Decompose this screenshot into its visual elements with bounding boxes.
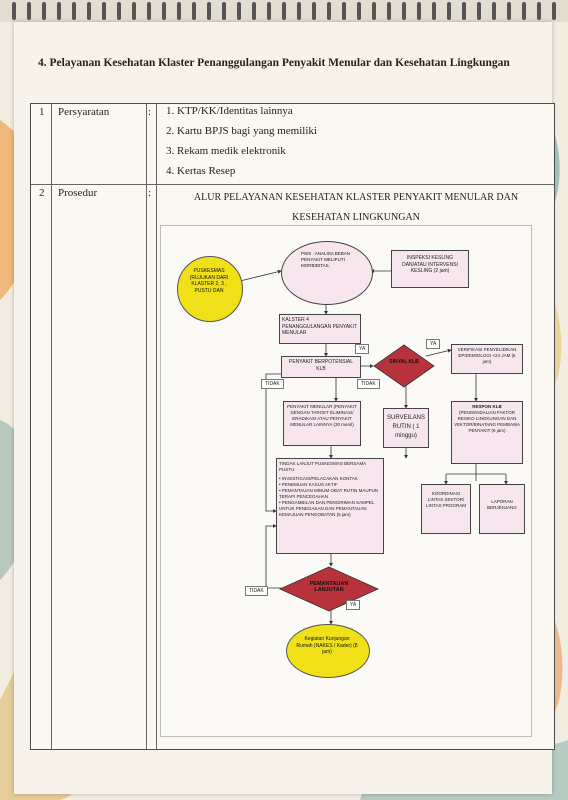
requirement-item: 2. Kartu BPJS bagi yang memiliki (166, 125, 317, 137)
binder-ring (132, 2, 136, 20)
row-divider (31, 184, 554, 185)
binder-ring (12, 2, 16, 20)
sinyal-klb-label: SINYAL KLB (389, 359, 419, 365)
tindak-item: • PENEMUAN KASUS AKTIF (279, 482, 338, 487)
tindak-item: • PENGAMBILAN DAN PENGIRIMAN SAMPEL UNTU… (279, 500, 375, 517)
binder-ring (237, 2, 241, 20)
flowchart-title-line2: KESEHATAN LINGKUNGAN (292, 212, 420, 223)
penyakit-klb-box: PENYAKIT BERPOTENSIAL KLB (281, 356, 361, 378)
binder-ring (522, 2, 526, 20)
flowchart-title: ALUR PELAYANAN KESEHATAN KLASTER PENYAKI… (171, 188, 541, 228)
binder-ring (312, 2, 316, 20)
row-label-prosedur: Prosedur (58, 187, 98, 199)
tindak-lanjut-box: TINDAK LANJUT PUSKESMAS BERSAMA PUSTU • … (276, 458, 384, 554)
respon-klb-title: RESPON KLB (472, 404, 502, 409)
row-separator: : (148, 106, 152, 118)
binder-ring (117, 2, 121, 20)
column-divider (156, 104, 157, 749)
page-title: 4. Pelayanan Kesehatan Klaster Penanggul… (38, 57, 510, 69)
flowchart-title-line1: ALUR PELAYANAN KESEHATAN KLASTER PENYAKI… (193, 192, 519, 203)
binder-ring (177, 2, 181, 20)
requirement-item: 1. KTP/KK/Identitas lainnya (166, 105, 293, 117)
requirement-item: 3. Rekam medik elektronik (166, 145, 286, 157)
klaster4-box: KALSTER 4 PENANGGULANGAN PENYAKIT MENULA… (279, 314, 361, 344)
binder-ring (507, 2, 511, 20)
binder-ring (87, 2, 91, 20)
binder-ring (297, 2, 301, 20)
binder-ring (462, 2, 466, 20)
koordinasi-box: KOORDINASI LINTAS SEKTOR/ LINTAS PROGRAM (421, 484, 471, 534)
tidak-label: TIDAK (245, 586, 268, 596)
requirements-list: 1. KTP/KK/Identitas lainnya 2. Kartu BPJ… (166, 101, 317, 181)
binder-ring (552, 2, 556, 20)
binder-ring (372, 2, 376, 20)
tindak-item-text: PENGAMBILAN DAN PENGIRIMAN SAMPEL UNTUK … (279, 500, 375, 517)
puskesmas-label: PUSKESMAS (RUJUKAN DARI KLASTER 2, 3 , P… (189, 268, 229, 294)
tindak-item: • INVESTIGASI/PELACAKAN KONTAK (279, 476, 358, 481)
pemantauan-label: PEMANTAUAN LANJUTAN (309, 581, 349, 593)
respon-klb-box: RESPON KLB (PENGENDALIAN FAKTOR RESIKO L… (451, 401, 523, 464)
respon-klb-body: (PENGENDALIAN FAKTOR RESIKO LINGKUNGAN D… (454, 410, 520, 433)
row-number: 2 (39, 187, 45, 199)
verifikasi-box: VERIFIKASI PENYELIDIKAN EPIDEMIOLOGI <24… (451, 344, 523, 374)
binder-ring (432, 2, 436, 20)
binder-ring (447, 2, 451, 20)
row-separator: : (148, 187, 152, 199)
tidak-label: TIDAK (261, 379, 284, 389)
penyakit-menular-box: PENYAKIT MENULAR (PENYAKIT DENGAN TARGET… (283, 401, 361, 446)
binder-ring (42, 2, 46, 20)
binder-ring (192, 2, 196, 20)
ya-label: YA (355, 344, 370, 354)
tindak-lanjut-title: TINDAK LANJUT PUSKESMAS BERSAMA PUSTU (279, 461, 366, 472)
binder-ring (147, 2, 151, 20)
binder-ring (492, 2, 496, 20)
binder-ring (57, 2, 61, 20)
binder-ring (342, 2, 346, 20)
laporan-box: LAPORAN BERJENJANG (479, 484, 525, 534)
ya-label: YA (426, 339, 441, 349)
binder-ring (102, 2, 106, 20)
tindak-item-text: INVESTIGASI/PELACAKAN KONTAK (281, 476, 358, 481)
pws-label: PWS : ANALISA BEBAN PENYAKIT MELIPUTI MO… (301, 251, 351, 268)
tindak-item-text: PEMANTAUAN MINUM OBAT RUTIN MAUPUN TERAP… (279, 488, 379, 499)
binder-ring (402, 2, 406, 20)
tindak-item: • PEMANTAUAN MINUM OBAT RUTIN MAUPUN TER… (279, 488, 379, 499)
binder-ring (327, 2, 331, 20)
kunjungan-node (286, 624, 370, 678)
spiral-binding (0, 0, 568, 22)
binder-ring (537, 2, 541, 20)
row-label-persyaratan: Persyaratan (58, 106, 110, 118)
binder-ring (282, 2, 286, 20)
puskesmas-node (177, 256, 243, 322)
kunjungan-label: Kegiatan Kunjungan Rumah (NAKES / Kader)… (296, 636, 358, 655)
binder-ring (267, 2, 271, 20)
tidak-label: TIDAK (357, 379, 380, 389)
requirement-item: 4. Kertas Resep (166, 165, 236, 177)
binder-ring (477, 2, 481, 20)
ya-label: YA (346, 600, 361, 610)
column-divider (51, 104, 52, 749)
surveilans-box: SURVEILANS RUTIN ( 1 minggu) (383, 408, 429, 448)
column-divider (146, 104, 147, 749)
binder-ring (387, 2, 391, 20)
inspeksi-box: INSPEKSI KESLING DAN/ATAU INTERVENSI KES… (391, 250, 469, 288)
binder-ring (207, 2, 211, 20)
sinyal-klb-diamond (373, 344, 435, 388)
binder-ring (27, 2, 31, 20)
binder-ring (222, 2, 226, 20)
tindak-item-text: PENEMUAN KASUS AKTIF (281, 482, 338, 487)
binder-ring (162, 2, 166, 20)
pws-node (281, 241, 373, 305)
binder-ring (252, 2, 256, 20)
flowchart: PUSKESMAS (RUJUKAN DARI KLASTER 2, 3 , P… (160, 225, 532, 737)
binder-ring (417, 2, 421, 20)
flowchart-connectors (239, 269, 508, 625)
binder-ring (357, 2, 361, 20)
binder-ring (72, 2, 76, 20)
row-number: 1 (39, 106, 45, 118)
